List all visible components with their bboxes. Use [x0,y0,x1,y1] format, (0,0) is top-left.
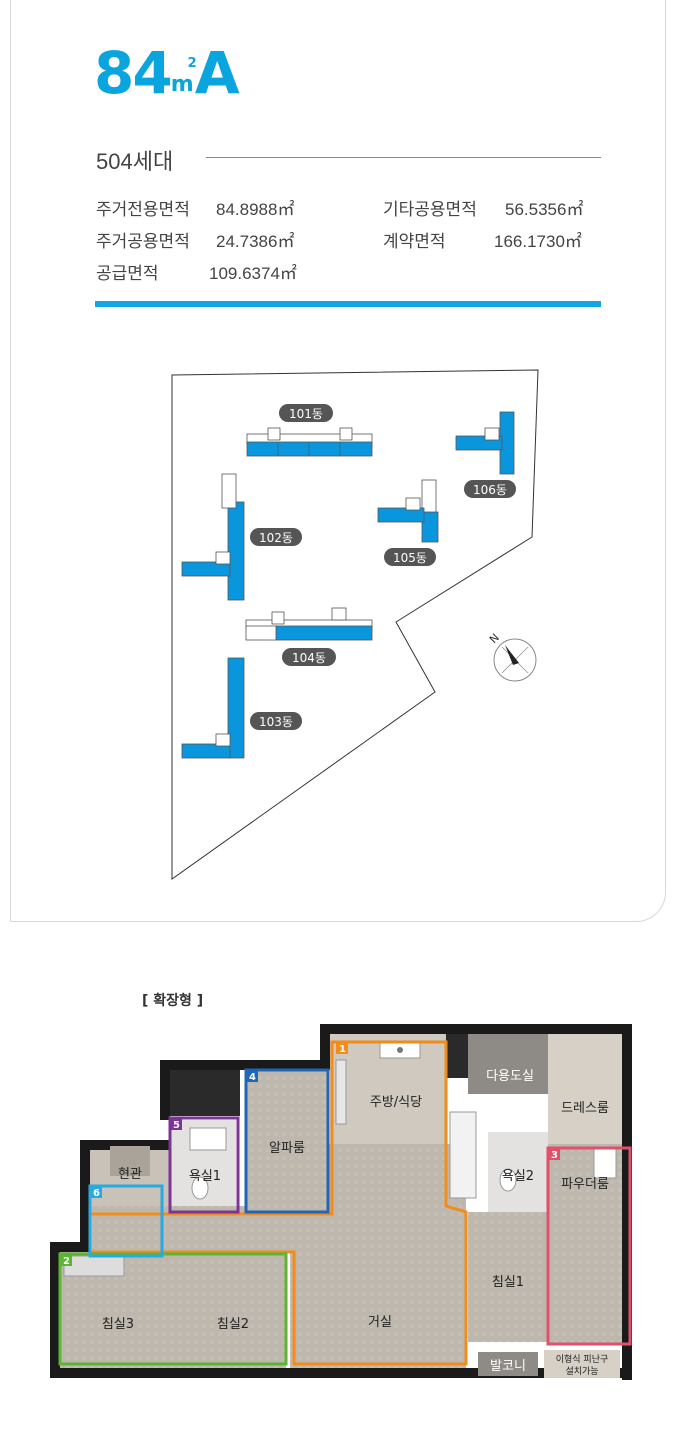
site-plan: 101동 106동 102동 105동 104동 [171,369,539,880]
room-label-bed3: 침실3 [102,1317,134,1332]
room-label-bath1: 욕실1 [189,1169,221,1184]
area-contract-row: 계약면적 166.1730㎡ [383,227,582,252]
zone-4-outline [244,1068,330,1214]
building-label-106: 106동 [473,483,507,497]
building-106: 106동 [455,411,516,498]
room-label-bed2: 침실2 [217,1317,249,1332]
residential-common-value: 24.7386㎡ [216,232,295,251]
zone-5-number: 5 [173,1120,180,1131]
area-exclusive-row: 주거전용면적 84.8988㎡ [96,195,294,220]
unit-variant: A [194,39,240,107]
evac-floor [544,1350,620,1378]
unit-size-number: 84 [94,39,173,107]
building-105: 105동 [377,479,439,566]
other-common-value: 56.5356㎡ [505,200,584,219]
area-supply-row: 공급면적 109.6374㎡ [96,259,297,284]
contract-label: 계약면적 [383,232,446,251]
bath2-floor [488,1132,548,1212]
exclusive-value: 84.8988㎡ [216,200,295,219]
floor-plan: 1 2 3 4 5 6 주방/식당 다용도실 드레스룸 알파룸 욕실1 욕실2 … [50,1024,632,1380]
unit-superscript: 2 [187,56,197,71]
room-label-dress: 드레스룸 [561,1101,609,1116]
bed2-floor [176,1252,286,1368]
unit-type-title: 84m2A [94,44,240,102]
room-label-evac-2: 설치가능 [565,1365,598,1377]
compass-north-label: N [487,631,502,646]
zone-3-number: 3 [551,1150,558,1161]
exclusive-label: 주거전용면적 [96,200,190,219]
zone-1-number: 1 [339,1044,346,1055]
room-label-entrance: 현관 [118,1167,142,1182]
room-label-bed1: 침실1 [492,1275,524,1290]
supply-label: 공급면적 [96,264,159,283]
building-label-104: 104동 [292,651,326,665]
zone-3-outline [546,1146,632,1346]
room-label-living: 거실 [368,1315,392,1330]
residential-common-label: 주거공용면적 [96,232,190,251]
dress-floor [548,1034,622,1144]
walls [50,1024,632,1380]
area-other-common-row: 기타공용면적 56.5356㎡ [383,195,583,220]
divider-thin [206,157,601,158]
building-104: 104동 [245,607,373,666]
building-label-105: 105동 [393,551,427,565]
zone-1-outline [88,1040,468,1366]
utility-floor [468,1034,548,1094]
zone-4-number: 4 [249,1072,256,1083]
zone-6-outline [88,1184,164,1258]
divider-thick [95,301,601,307]
room-label-bath2: 욕실2 [502,1169,534,1184]
room-label-balcony: 발코니 [490,1359,526,1374]
fixtures [63,1041,617,1277]
zone-2-outline [58,1252,288,1366]
other-common-label: 기타공용면적 [383,200,477,219]
zone-2-number: 2 [63,1256,70,1267]
living-floor [290,1144,466,1368]
contract-value: 166.1730㎡ [494,232,582,251]
room-label-powder: 파우더룸 [561,1177,609,1192]
household-count: 504세대 [96,149,174,174]
unit-label: m [170,72,194,97]
zone-6-number: 6 [93,1188,100,1199]
building-101: 101동 [246,404,373,457]
building-label-103: 103동 [259,715,293,729]
supply-value: 109.6374㎡ [209,264,297,283]
building-label-102: 102동 [259,531,293,545]
room-label-evac-1: 이형식 피난구 [556,1354,609,1365]
balcony-floor [478,1352,538,1376]
bed1-floor [468,1212,548,1342]
area-residential-common-row: 주거공용면적 24.7386㎡ [96,227,294,252]
floorplan-caption: [ 확장형 ] [142,993,204,1009]
building-103: 103동 [181,657,302,759]
room-label-utility: 다용도실 [486,1069,534,1084]
compass-icon: N [487,631,537,682]
room-label-alpha: 알파룸 [269,1141,305,1156]
room-label-kitchen: 주방/식당 [370,1095,422,1110]
building-102: 102동 [181,473,302,601]
zone-5-outline [168,1116,240,1214]
building-label-101: 101동 [289,407,323,421]
